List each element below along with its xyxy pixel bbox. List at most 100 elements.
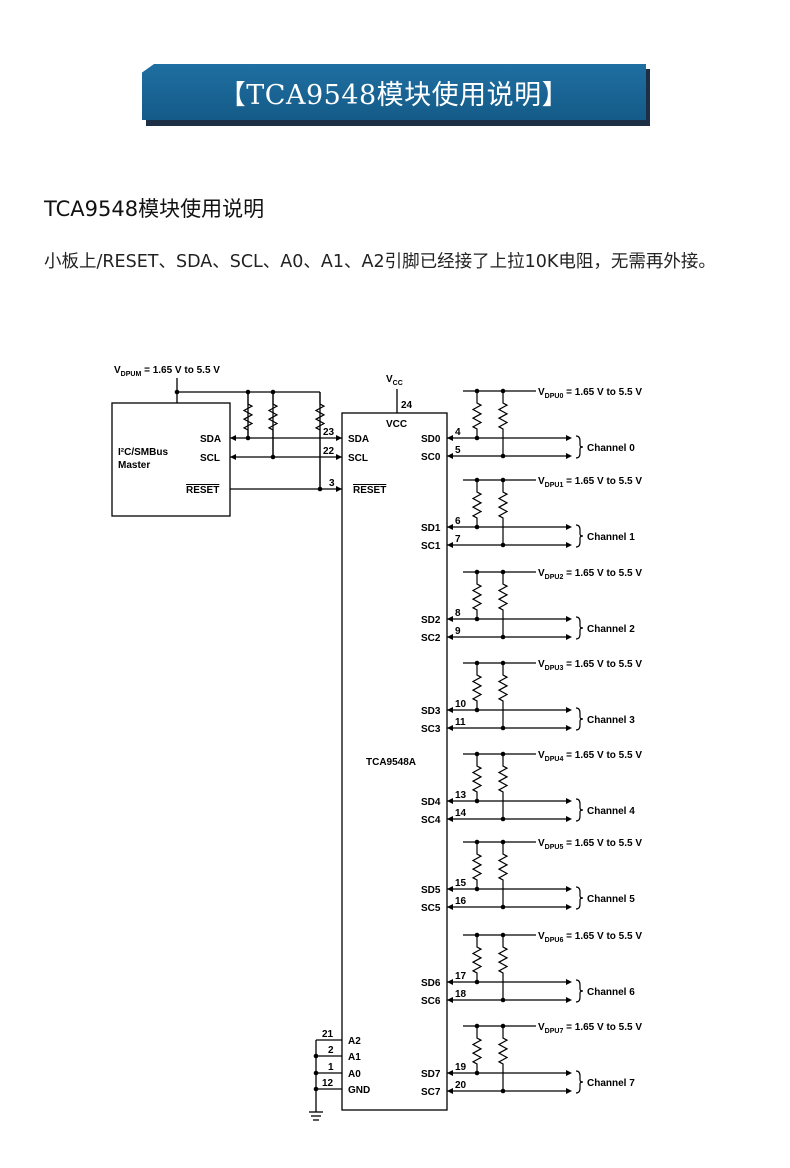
junction-dot bbox=[245, 389, 251, 395]
pullup-resistor-sda bbox=[242, 392, 254, 438]
junction-dot bbox=[474, 798, 480, 804]
pullup-resistor-sc bbox=[497, 480, 509, 545]
arrow-right-icon bbox=[566, 997, 572, 1003]
junction-dot bbox=[500, 634, 506, 640]
junction-dot bbox=[474, 751, 480, 757]
arrow-left-icon bbox=[447, 997, 453, 1003]
vdpu-label: VDPU7 = 1.65 V to 5.5 V bbox=[538, 1022, 642, 1035]
junction-dot bbox=[500, 477, 506, 483]
sc-pin-label: SC2 bbox=[421, 633, 441, 644]
arrow-left-icon bbox=[447, 816, 453, 822]
junction-dot bbox=[474, 1023, 480, 1029]
sd-pin-label: SD5 bbox=[421, 885, 441, 896]
pullup-resistor-sd bbox=[471, 754, 483, 801]
chip-addr-pin-number: 21 bbox=[322, 1029, 334, 1040]
sc-pin-label: SC0 bbox=[421, 452, 441, 463]
pullup-resistor-sc bbox=[497, 663, 509, 728]
sc-pin-label: SC6 bbox=[421, 996, 441, 1007]
sc-pin-label: SC4 bbox=[421, 815, 441, 826]
chip-vcc-pin-label: VCC bbox=[386, 419, 407, 430]
section-paragraph: 小板上/RESET、SDA、SCL、A0、A1、A2引脚已经接了上拉10K电阻，… bbox=[44, 252, 716, 272]
arrow-right-icon bbox=[566, 435, 572, 441]
chip-addr-pin-label: A2 bbox=[348, 1036, 361, 1047]
channel-brace bbox=[575, 979, 584, 1003]
sc-pin-number: 14 bbox=[455, 808, 467, 819]
master-label-line1: I²C/SMBus bbox=[118, 447, 168, 458]
vdpu-label: VDPU0 = 1.65 V to 5.5 V bbox=[538, 387, 642, 400]
arrow-right-icon bbox=[336, 435, 342, 441]
arrow-right-icon bbox=[566, 1070, 572, 1076]
arrow-left-icon bbox=[447, 886, 453, 892]
vdpum-label: VDPUM = 1.65 V to 5.5 V bbox=[114, 365, 220, 378]
arrow-left-icon bbox=[230, 454, 236, 460]
chip-reset-label: RESET bbox=[353, 485, 386, 496]
channel-label: Channel 3 bbox=[587, 715, 635, 726]
sd-pin-label: SD1 bbox=[421, 523, 441, 534]
junction-dot bbox=[474, 435, 480, 441]
junction-dot bbox=[500, 839, 506, 845]
sc-pin-label: SC3 bbox=[421, 724, 441, 735]
channel-brace bbox=[575, 798, 584, 822]
arrow-left-icon bbox=[447, 725, 453, 731]
chip-vcc-pin-number: 24 bbox=[401, 400, 413, 411]
channel-brace bbox=[575, 616, 584, 640]
arrow-left-icon bbox=[447, 1070, 453, 1076]
sc-pin-number: 7 bbox=[455, 534, 461, 545]
channel-brace bbox=[575, 707, 584, 731]
vcc-supply-label: VCC bbox=[386, 374, 403, 387]
channel-label: Channel 5 bbox=[587, 894, 635, 905]
pullup-resistor-sd bbox=[471, 572, 483, 619]
vdpu-label: VDPU3 = 1.65 V to 5.5 V bbox=[538, 659, 642, 672]
junction-dot bbox=[500, 388, 506, 394]
channel-label: Channel 2 bbox=[587, 624, 635, 635]
arrow-right-icon bbox=[566, 542, 572, 548]
chip-scl-label: SCL bbox=[348, 453, 368, 464]
pullup-resistor-scl bbox=[267, 392, 279, 457]
arrow-right-icon bbox=[566, 524, 572, 530]
channel-label: Channel 4 bbox=[587, 806, 635, 817]
arrow-right-icon bbox=[566, 725, 572, 731]
junction-dot bbox=[313, 1086, 319, 1092]
junction-dot bbox=[270, 389, 276, 395]
sc-pin-number: 9 bbox=[455, 626, 461, 637]
junction-dot bbox=[474, 932, 480, 938]
junction-dot bbox=[500, 997, 506, 1003]
pullup-resistor-sc bbox=[497, 754, 509, 819]
channel-brace bbox=[575, 524, 584, 548]
vdpu-label: VDPU6 = 1.65 V to 5.5 V bbox=[538, 931, 642, 944]
vdpu-label: VDPU2 = 1.65 V to 5.5 V bbox=[538, 568, 642, 581]
junction-dot bbox=[474, 979, 480, 985]
pullup-resistor-sd bbox=[471, 480, 483, 527]
pullup-resistor-sc bbox=[497, 935, 509, 1000]
arrow-right-icon bbox=[336, 486, 342, 492]
sd-pin-label: SD7 bbox=[421, 1069, 441, 1080]
arrow-right-icon bbox=[566, 979, 572, 985]
chip-addr-pin-number: 1 bbox=[328, 1062, 334, 1073]
pullup-resistor-sd bbox=[471, 391, 483, 438]
chip-sda-label: SDA bbox=[348, 434, 369, 445]
junction-dot bbox=[500, 725, 506, 731]
channel-label: Channel 1 bbox=[587, 532, 635, 543]
junction-dot bbox=[500, 904, 506, 910]
chip-addr-pin-label: GND bbox=[348, 1085, 370, 1096]
channel-brace bbox=[575, 886, 584, 910]
sd-pin-number: 6 bbox=[455, 516, 461, 527]
chip-addr-pin-label: A1 bbox=[348, 1052, 361, 1063]
sd-pin-label: SD6 bbox=[421, 978, 441, 989]
junction-dot bbox=[474, 660, 480, 666]
junction-dot bbox=[500, 751, 506, 757]
channel-label: Channel 7 bbox=[587, 1078, 635, 1089]
junction-dot bbox=[474, 707, 480, 713]
master-reset-label: RESET bbox=[186, 485, 219, 496]
arrow-left-icon bbox=[447, 453, 453, 459]
sc-pin-label: SC7 bbox=[421, 1087, 441, 1098]
chip-scl-pin-number: 22 bbox=[323, 446, 335, 457]
pullup-resistor-sd bbox=[471, 1026, 483, 1073]
sd-pin-number: 4 bbox=[455, 427, 461, 438]
